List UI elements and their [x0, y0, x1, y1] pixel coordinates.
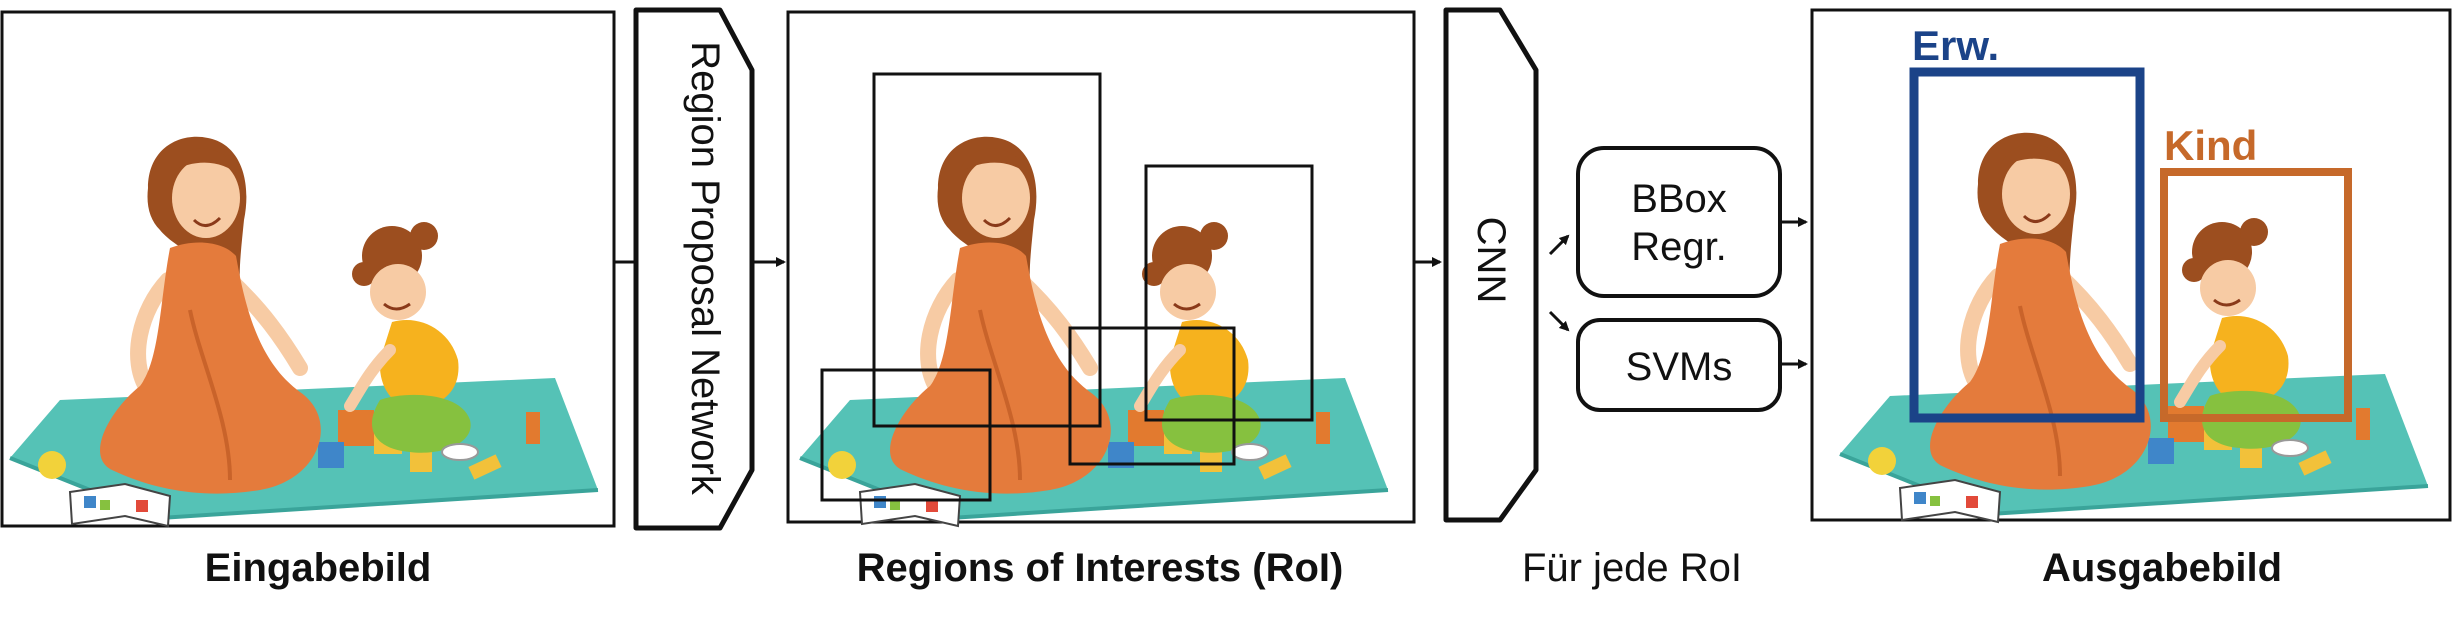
roi-box-child [1144, 164, 1314, 422]
cnn-block: CNN [1443, 7, 1539, 523]
input-image-panel [0, 10, 616, 526]
roi-box-blocks [1068, 326, 1236, 466]
output-box-child [2160, 168, 2352, 422]
output-box-adult [1909, 67, 2145, 423]
roi-image-panel [786, 10, 1416, 526]
roi-box-book [820, 368, 992, 502]
arrow-to-bbox [1548, 234, 1570, 256]
output-label-adult: Erw. [1912, 22, 1999, 69]
caption-input: Eingabebild [204, 546, 432, 590]
arrow-to-svm [1548, 310, 1570, 332]
output-label-child: Kind [2164, 122, 2257, 169]
svm-box: SVMs [1576, 318, 1782, 412]
caption-roi: Regions of Interests (RoI) [856, 546, 1344, 590]
svm-label: SVMs [1626, 345, 1733, 389]
caption-output: Ausgabebild [2041, 546, 2283, 590]
bbox-label-line2: Regr. [1631, 225, 1727, 269]
caption-per-roi: Für jede RoI [1521, 546, 1743, 590]
rpn-label: Region Proposal Network [683, 41, 727, 496]
rpn-block: Region Proposal Network [633, 7, 755, 531]
bbox-regression-box: BBox Regr. [1576, 146, 1782, 298]
roi-box-adult [872, 72, 1102, 428]
output-image-panel: Erw. Kind [1810, 8, 2452, 522]
cnn-label: CNN [1469, 217, 1513, 304]
bbox-label-line1: BBox [1631, 177, 1727, 221]
